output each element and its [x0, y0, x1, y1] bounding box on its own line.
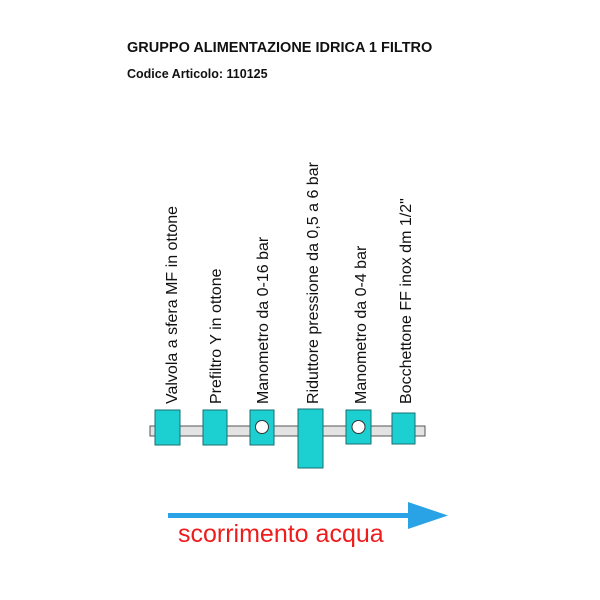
component-label: Bocchettone FF inox dm 1/2"	[398, 198, 415, 404]
component-label: Riduttore pressione da 0,5 a 6 bar	[305, 161, 322, 404]
component-block	[154, 409, 181, 446]
diagram-title: GRUPPO ALIMENTAZIONE IDRICA 1 FILTRO	[127, 40, 433, 56]
flow-arrow	[168, 502, 448, 529]
component-label: Prefiltro Y in ottone	[208, 268, 225, 404]
component-block	[391, 412, 416, 445]
component-block	[297, 408, 324, 469]
article-code: Codice Articolo: 110125	[127, 67, 268, 81]
flow-label: scorrimento acqua	[178, 520, 384, 548]
gauge-dial	[255, 420, 269, 434]
component-label: Manometro da 0-4 bar	[353, 245, 370, 404]
flow-arrow-head	[408, 502, 448, 529]
component-label: Manometro da 0-16 bar	[255, 236, 272, 404]
pipe	[149, 425, 426, 437]
flow-arrow-shaft	[168, 513, 413, 518]
gauge-dial	[351, 420, 366, 434]
component-block	[202, 409, 228, 446]
component-label: Valvola a sfera MF in ottone	[164, 206, 181, 404]
